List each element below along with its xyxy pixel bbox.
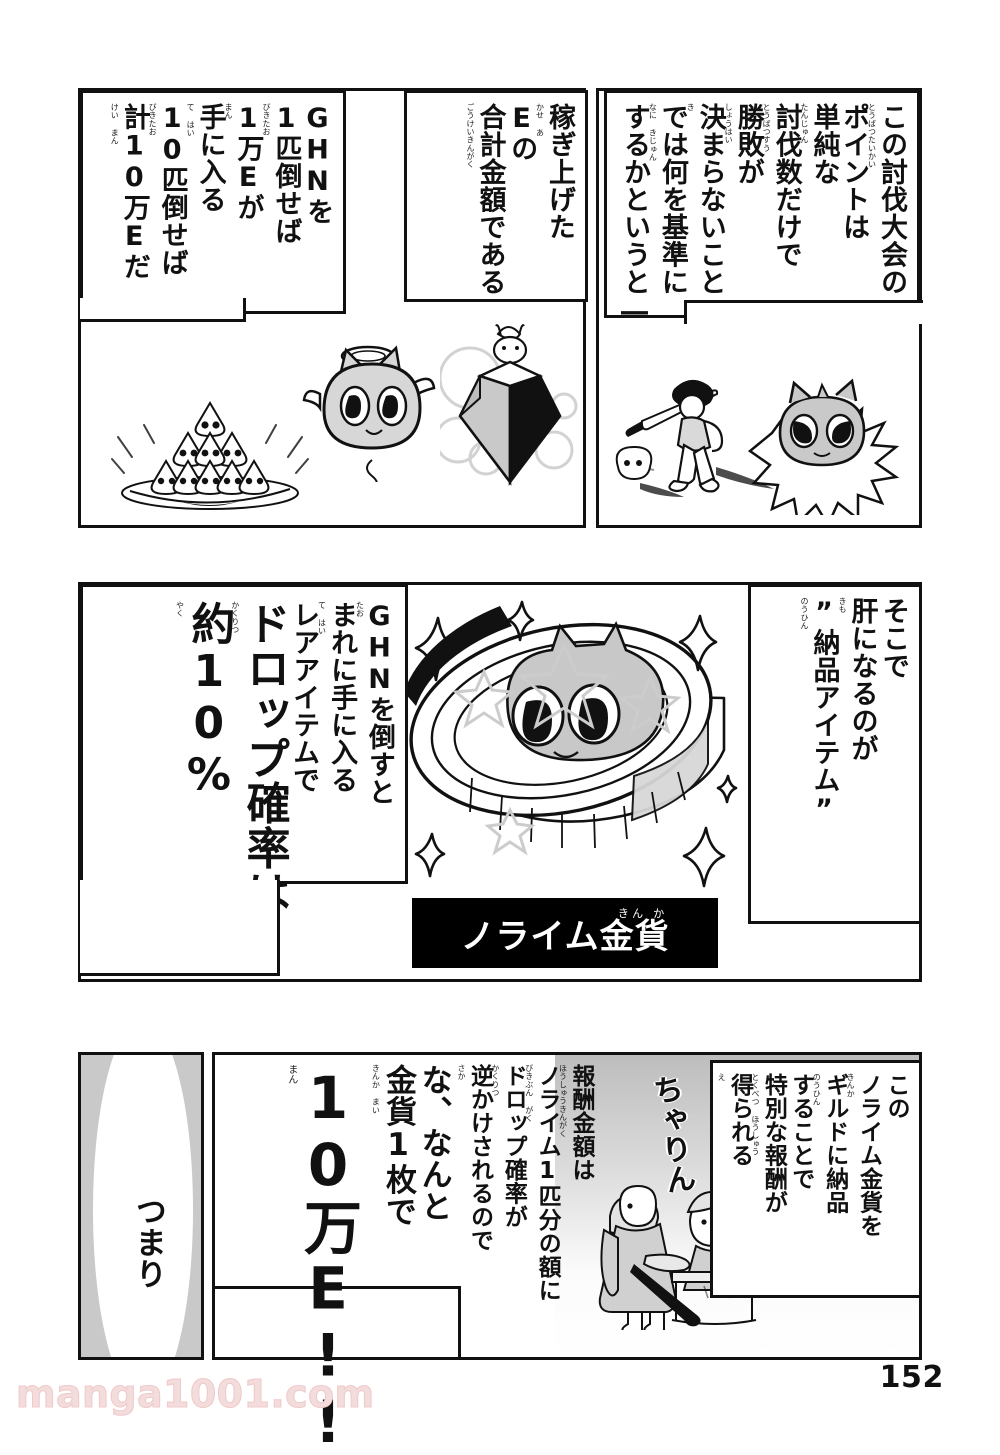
caption-ruby: びきたお	[261, 103, 271, 136]
caption-ruby: ほうしゅうきんがく	[558, 1064, 568, 1138]
caption-line: するかというと―	[618, 103, 650, 328]
caption-ruby: き	[686, 103, 696, 112]
panel-bottom-step-border2	[215, 1286, 461, 1289]
caption-line-emphasis: ドロップ確率は	[238, 601, 290, 916]
panel-bottom-step-border	[458, 1288, 461, 1360]
caption-line: ”納品アイテム”	[808, 597, 840, 826]
page-number: 152	[879, 1360, 944, 1395]
caption-ruby: びきぶん がく	[524, 1064, 534, 1123]
caption-line: この	[883, 1073, 909, 1120]
caption-line: この討伐大会の	[876, 103, 907, 296]
caption-line: Eの	[506, 103, 538, 163]
angel-cat-art	[300, 332, 450, 482]
caption-line: 決まらないこと	[694, 103, 726, 296]
balloon-tsumari	[93, 1055, 193, 1357]
caption-ghn-math: GHNを 1匹倒せば びきたお 1万Eが まん 手に入る て はい 10匹倒せば…	[80, 90, 346, 314]
coin-name-text: ノライム金貨	[460, 916, 670, 957]
caption-total-amount: 稼ぎ上げた かせ あ Eの 合計金額である ごうけいきんがく	[404, 90, 588, 302]
caption-ruby: とうばつすう	[762, 103, 772, 152]
site-watermark: manga1001.com	[16, 1372, 375, 1417]
caption-ruby: しょうはい	[724, 103, 734, 144]
noraimu-gold-coin-art	[398, 600, 748, 910]
caption-ruby: かくりつ	[230, 601, 240, 634]
caption-line-shout: 10万E!!	[294, 1064, 363, 1455]
caption-line: 逆かけされるので	[466, 1064, 493, 1252]
caption-line: ギルドに納品	[821, 1073, 848, 1214]
caption-line: 報酬金額は	[568, 1064, 594, 1182]
caption-line-emphasis: な、なんと	[415, 1064, 452, 1223]
caption-ruby: とくべつ ほうしゅう	[750, 1073, 760, 1156]
caption-ruby: きんか まい	[371, 1064, 381, 1114]
caption-notch	[80, 298, 246, 322]
dark-gem-art	[440, 322, 580, 502]
caption-ruby: きも	[837, 597, 847, 614]
caption-ruby: とうばつたいかい	[867, 103, 877, 169]
balloon-tsumari-text: つまり	[129, 1195, 166, 1290]
caption-line: 合計金額である	[474, 103, 506, 296]
caption-ruby: のうひん	[800, 597, 810, 630]
caption-line: 10匹倒せば	[156, 103, 188, 277]
caption-ruby: まん	[224, 103, 234, 120]
caption-line: 単純な	[808, 103, 840, 186]
caption-line: そこで	[878, 597, 909, 680]
caption-line: ポイントは	[838, 103, 870, 241]
coin-name-ruby: きん か	[617, 906, 668, 920]
caption-ruby: かくりつ	[490, 1064, 500, 1097]
caption-line: 手に入る	[194, 103, 226, 214]
caption-ruby: て はい	[317, 601, 327, 635]
caption-ruby: やく	[175, 601, 185, 618]
caption-guild-delivery: この ノライム金貨を きんか ギルドに納品 のうひん することで 特別な報酬が …	[710, 1060, 922, 1298]
caption-ruby: びきたお	[148, 103, 158, 136]
manga-page: この討伐大会の とうばつたいかい ポイントは 単純な たんじゅん 討伐数だけで …	[15, 88, 944, 1455]
caption-line: ノライム金貨を	[855, 1073, 882, 1238]
caption-line: ドロップ確率が	[500, 1064, 527, 1229]
caption-tournament-point: この討伐大会の とうばつたいかい ポイントは 単純な たんじゅん 討伐数だけで …	[604, 90, 920, 327]
caption-line: 肝になるのが	[846, 597, 878, 763]
caption-line: 特別な報酬が	[760, 1073, 787, 1214]
caption-ruby: まん	[285, 1064, 297, 1085]
caption-line: 稼ぎ上げた	[544, 103, 575, 241]
caption-ruby: え	[717, 1073, 727, 1082]
caption-line: GHNを倒すと	[364, 601, 395, 806]
caption-notch	[684, 300, 923, 324]
coin-name-plate: きん か ノライム金貨	[412, 898, 718, 968]
hero-vs-boss-art	[612, 355, 912, 515]
caption-line: ノライム1匹分の額に	[534, 1064, 561, 1302]
caption-drop-rate: GHNを倒すと たお まれに手に入る て はい レアアイテムで ドロップ確率は …	[80, 584, 408, 915]
caption-line: 1万Eが	[232, 103, 264, 222]
caption-line: 勝敗が	[732, 103, 764, 186]
caption-ruby: けい まん	[110, 103, 120, 145]
caption-ruby: て はい	[186, 103, 196, 137]
caption-line: 計10万Eだ	[118, 103, 150, 281]
caption-ruby: ごうけいきんがく	[466, 103, 476, 169]
caption-line-emphasis: 金貨1枚で	[380, 1064, 417, 1228]
caption-line: 討伐数だけで	[770, 103, 802, 269]
caption-reward-calc: 報酬金額は ほうしゅうきんがく ノライム1匹分の額に びきぶん がく ドロップ確…	[214, 1054, 604, 1455]
caption-line-emphasis: 約10%	[183, 601, 235, 802]
caption-line: まれに手に入る	[326, 601, 358, 794]
caption-ruby: きんか	[846, 1073, 856, 1098]
caption-line: では何を基準に	[656, 103, 688, 296]
caption-notch	[80, 880, 280, 976]
caption-ruby: なに きじゅん	[648, 103, 658, 162]
caption-delivery-item: そこで 肝になるのが きも ”納品アイテム” のうひん	[748, 584, 922, 924]
caption-ruby: たお	[355, 601, 365, 618]
caption-ruby: のうひん	[812, 1073, 822, 1106]
panel-bottom-tsumari: つまり	[78, 1052, 204, 1360]
panel-bottom-step	[215, 1288, 460, 1357]
slime-pyramid-art	[110, 385, 310, 515]
caption-ruby: たんじゅん	[800, 103, 810, 144]
caption-line: 1匹倒せば	[270, 103, 302, 245]
caption-line: GHNを	[302, 103, 333, 226]
caption-line: 得られる	[726, 1073, 753, 1167]
caption-line: レアアイテムで	[288, 601, 320, 794]
caption-ruby: さか	[457, 1064, 467, 1081]
caption-line: することで	[787, 1073, 814, 1191]
caption-ruby: かせ あ	[535, 103, 545, 137]
